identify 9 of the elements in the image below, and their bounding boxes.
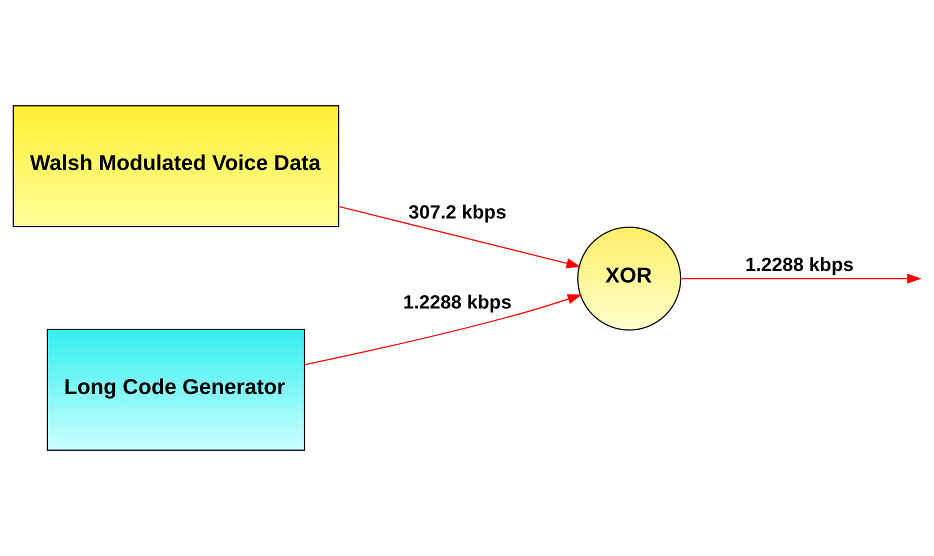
edge-label: 1.2288 kbps (403, 292, 512, 314)
node-circle: XOR (577, 226, 682, 331)
arrow (338, 206, 581, 268)
arrow (304, 294, 582, 366)
node-box: Walsh Modulated Voice Data (12, 105, 340, 228)
arrow (680, 274, 922, 284)
edge-label: 1.2288 kbps (745, 255, 854, 276)
node-box: Long Code Generator (46, 328, 306, 451)
edge-label: 307.2 kbps (408, 202, 506, 224)
